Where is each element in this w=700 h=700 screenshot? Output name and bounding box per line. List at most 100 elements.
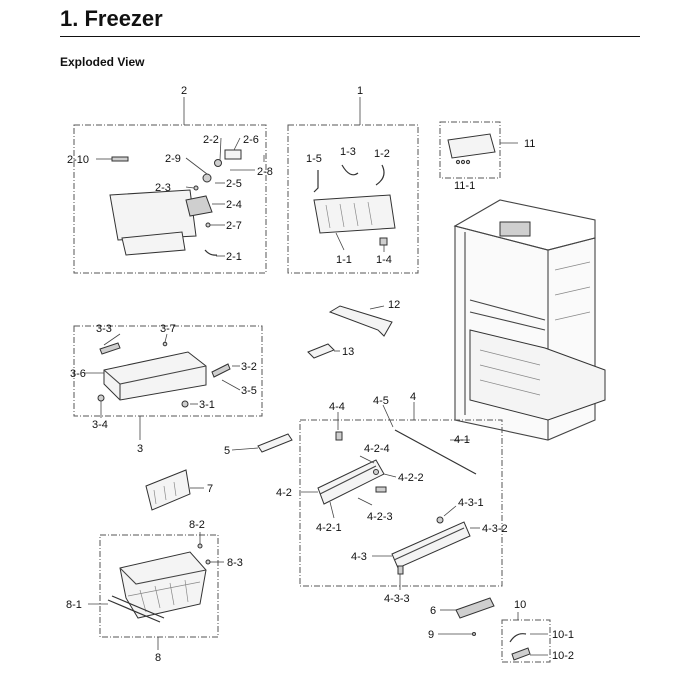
callout-3-6: 3-6 bbox=[70, 368, 86, 380]
callout-1: 1 bbox=[357, 85, 363, 97]
wire-1-5-part bbox=[313, 170, 319, 193]
section-subheading: Exploded View bbox=[60, 55, 145, 69]
roller-3-1-part bbox=[181, 400, 189, 408]
cover-lower-plate-part bbox=[121, 231, 186, 256]
screw-3-7-part bbox=[162, 341, 168, 347]
callout-4-1: 4-1 bbox=[454, 434, 470, 446]
callout-2-3: 2-3 bbox=[155, 182, 171, 194]
group-4-box bbox=[299, 419, 503, 587]
rail-3-2-part bbox=[211, 363, 231, 378]
part-13-insert bbox=[307, 343, 340, 359]
part-9-screw bbox=[438, 632, 476, 636]
screw-4-2-2-part bbox=[373, 469, 379, 475]
callout-10: 10 bbox=[514, 599, 526, 611]
freezer-cabinet-part bbox=[453, 199, 606, 441]
title-rule bbox=[60, 36, 640, 37]
callout-2: 2 bbox=[181, 85, 187, 97]
callout-2-1: 2-1 bbox=[226, 251, 242, 263]
callout-3-4: 3-4 bbox=[92, 419, 108, 431]
screw-4-3-1-part bbox=[436, 516, 444, 524]
part-12-handle bbox=[328, 305, 393, 337]
group-8-freezer-basket-assembly bbox=[88, 532, 224, 650]
callout-4-2-1: 4-2-1 bbox=[316, 522, 342, 534]
callout-4-4: 4-4 bbox=[329, 401, 345, 413]
group-10-box bbox=[501, 619, 551, 663]
screw-8-2-part bbox=[197, 543, 203, 549]
callout-7: 7 bbox=[207, 483, 213, 495]
part-5-cover bbox=[231, 433, 293, 453]
group-8-box bbox=[99, 534, 219, 638]
callout-2-4: 2-4 bbox=[226, 199, 242, 211]
control-housing-11-part bbox=[447, 133, 496, 159]
sensor-wire-10-1-part bbox=[509, 633, 527, 643]
callout-4-3-2: 4-3-2 bbox=[482, 523, 508, 535]
callout-2-8: 2-8 bbox=[257, 166, 273, 178]
callout-8-1: 8-1 bbox=[66, 599, 82, 611]
bracket-4-3-part bbox=[391, 521, 471, 569]
callout-4-2-2: 4-2-2 bbox=[398, 472, 424, 484]
bracket-2-6-part bbox=[224, 149, 242, 160]
callout-3-3: 3-3 bbox=[96, 323, 112, 335]
callout-4-3: 4-3 bbox=[351, 551, 367, 563]
callout-2-6: 2-6 bbox=[243, 134, 259, 146]
heater-2-10-part bbox=[111, 156, 129, 162]
callout-4-2-4: 4-2-4 bbox=[364, 443, 390, 455]
wire-2-1-part bbox=[204, 249, 218, 256]
group-2-box bbox=[73, 124, 267, 274]
callout-1-5: 1-5 bbox=[306, 153, 322, 165]
callout-2-2: 2-2 bbox=[203, 134, 219, 146]
callout-4: 4 bbox=[410, 391, 416, 403]
callout-2-5: 2-5 bbox=[226, 178, 242, 190]
drawer-tray-part bbox=[103, 351, 207, 401]
roller-3-4-part bbox=[97, 394, 105, 402]
callout-3: 3 bbox=[137, 443, 143, 455]
callout-2-9: 2-9 bbox=[165, 153, 181, 165]
callout-11-1: 11-1 bbox=[454, 180, 475, 192]
part-4-2-3 bbox=[375, 486, 387, 493]
callout-6: 6 bbox=[430, 605, 436, 617]
group-3-box bbox=[73, 325, 263, 417]
rail-3-3-part bbox=[99, 342, 121, 355]
rail-8-1-part bbox=[107, 599, 161, 623]
part-1-4 bbox=[379, 237, 388, 246]
part-6-module bbox=[440, 597, 495, 619]
part-4-4 bbox=[335, 431, 343, 441]
screw-8-3-part bbox=[205, 559, 211, 565]
group-1-box bbox=[287, 124, 419, 274]
clip-2-2-part bbox=[214, 159, 222, 167]
callout-1-3: 1-3 bbox=[340, 146, 356, 158]
cover-panel-part bbox=[109, 189, 197, 241]
callout-3-2: 3-2 bbox=[241, 361, 257, 373]
wire-1-3-part bbox=[341, 164, 359, 176]
callout-1-1: 1-1 bbox=[336, 254, 352, 266]
callout-8-2: 8-2 bbox=[189, 519, 205, 531]
part-4-3-3 bbox=[397, 565, 404, 575]
callout-11: 11 bbox=[524, 138, 535, 150]
callout-10-2: 10-2 bbox=[552, 650, 574, 662]
sensor-10-2-part bbox=[511, 647, 531, 661]
group-11-box bbox=[439, 121, 501, 179]
ice-bucket-1-1-part bbox=[313, 194, 396, 234]
callout-12: 12 bbox=[388, 299, 400, 311]
callout-1-2: 1-2 bbox=[374, 148, 390, 160]
callout-10-1: 10-1 bbox=[552, 629, 574, 641]
basket-part bbox=[119, 551, 207, 619]
callout-13: 13 bbox=[342, 346, 354, 358]
callout-5: 5 bbox=[224, 445, 230, 457]
wire-1-2-part bbox=[375, 164, 385, 186]
screw-2-7-part bbox=[205, 222, 211, 228]
callout-1-4: 1-4 bbox=[376, 254, 392, 266]
group-3-drawer-assembly bbox=[73, 325, 263, 440]
callout-4-2-3: 4-2-3 bbox=[367, 511, 393, 523]
screw-2-3-part bbox=[193, 185, 199, 191]
callout-2-10: 2-10 bbox=[67, 154, 89, 166]
group-10-sensor-assembly bbox=[501, 612, 551, 663]
page-title: 1. Freezer bbox=[60, 6, 163, 31]
rod-4-1-part bbox=[394, 429, 477, 475]
callout-2-7: 2-7 bbox=[226, 220, 242, 232]
callout-4-2: 4-2 bbox=[276, 487, 292, 499]
callout-4-3-3: 4-3-3 bbox=[384, 593, 410, 605]
part-7-divider bbox=[145, 469, 204, 511]
callout-8-3: 8-3 bbox=[227, 557, 243, 569]
